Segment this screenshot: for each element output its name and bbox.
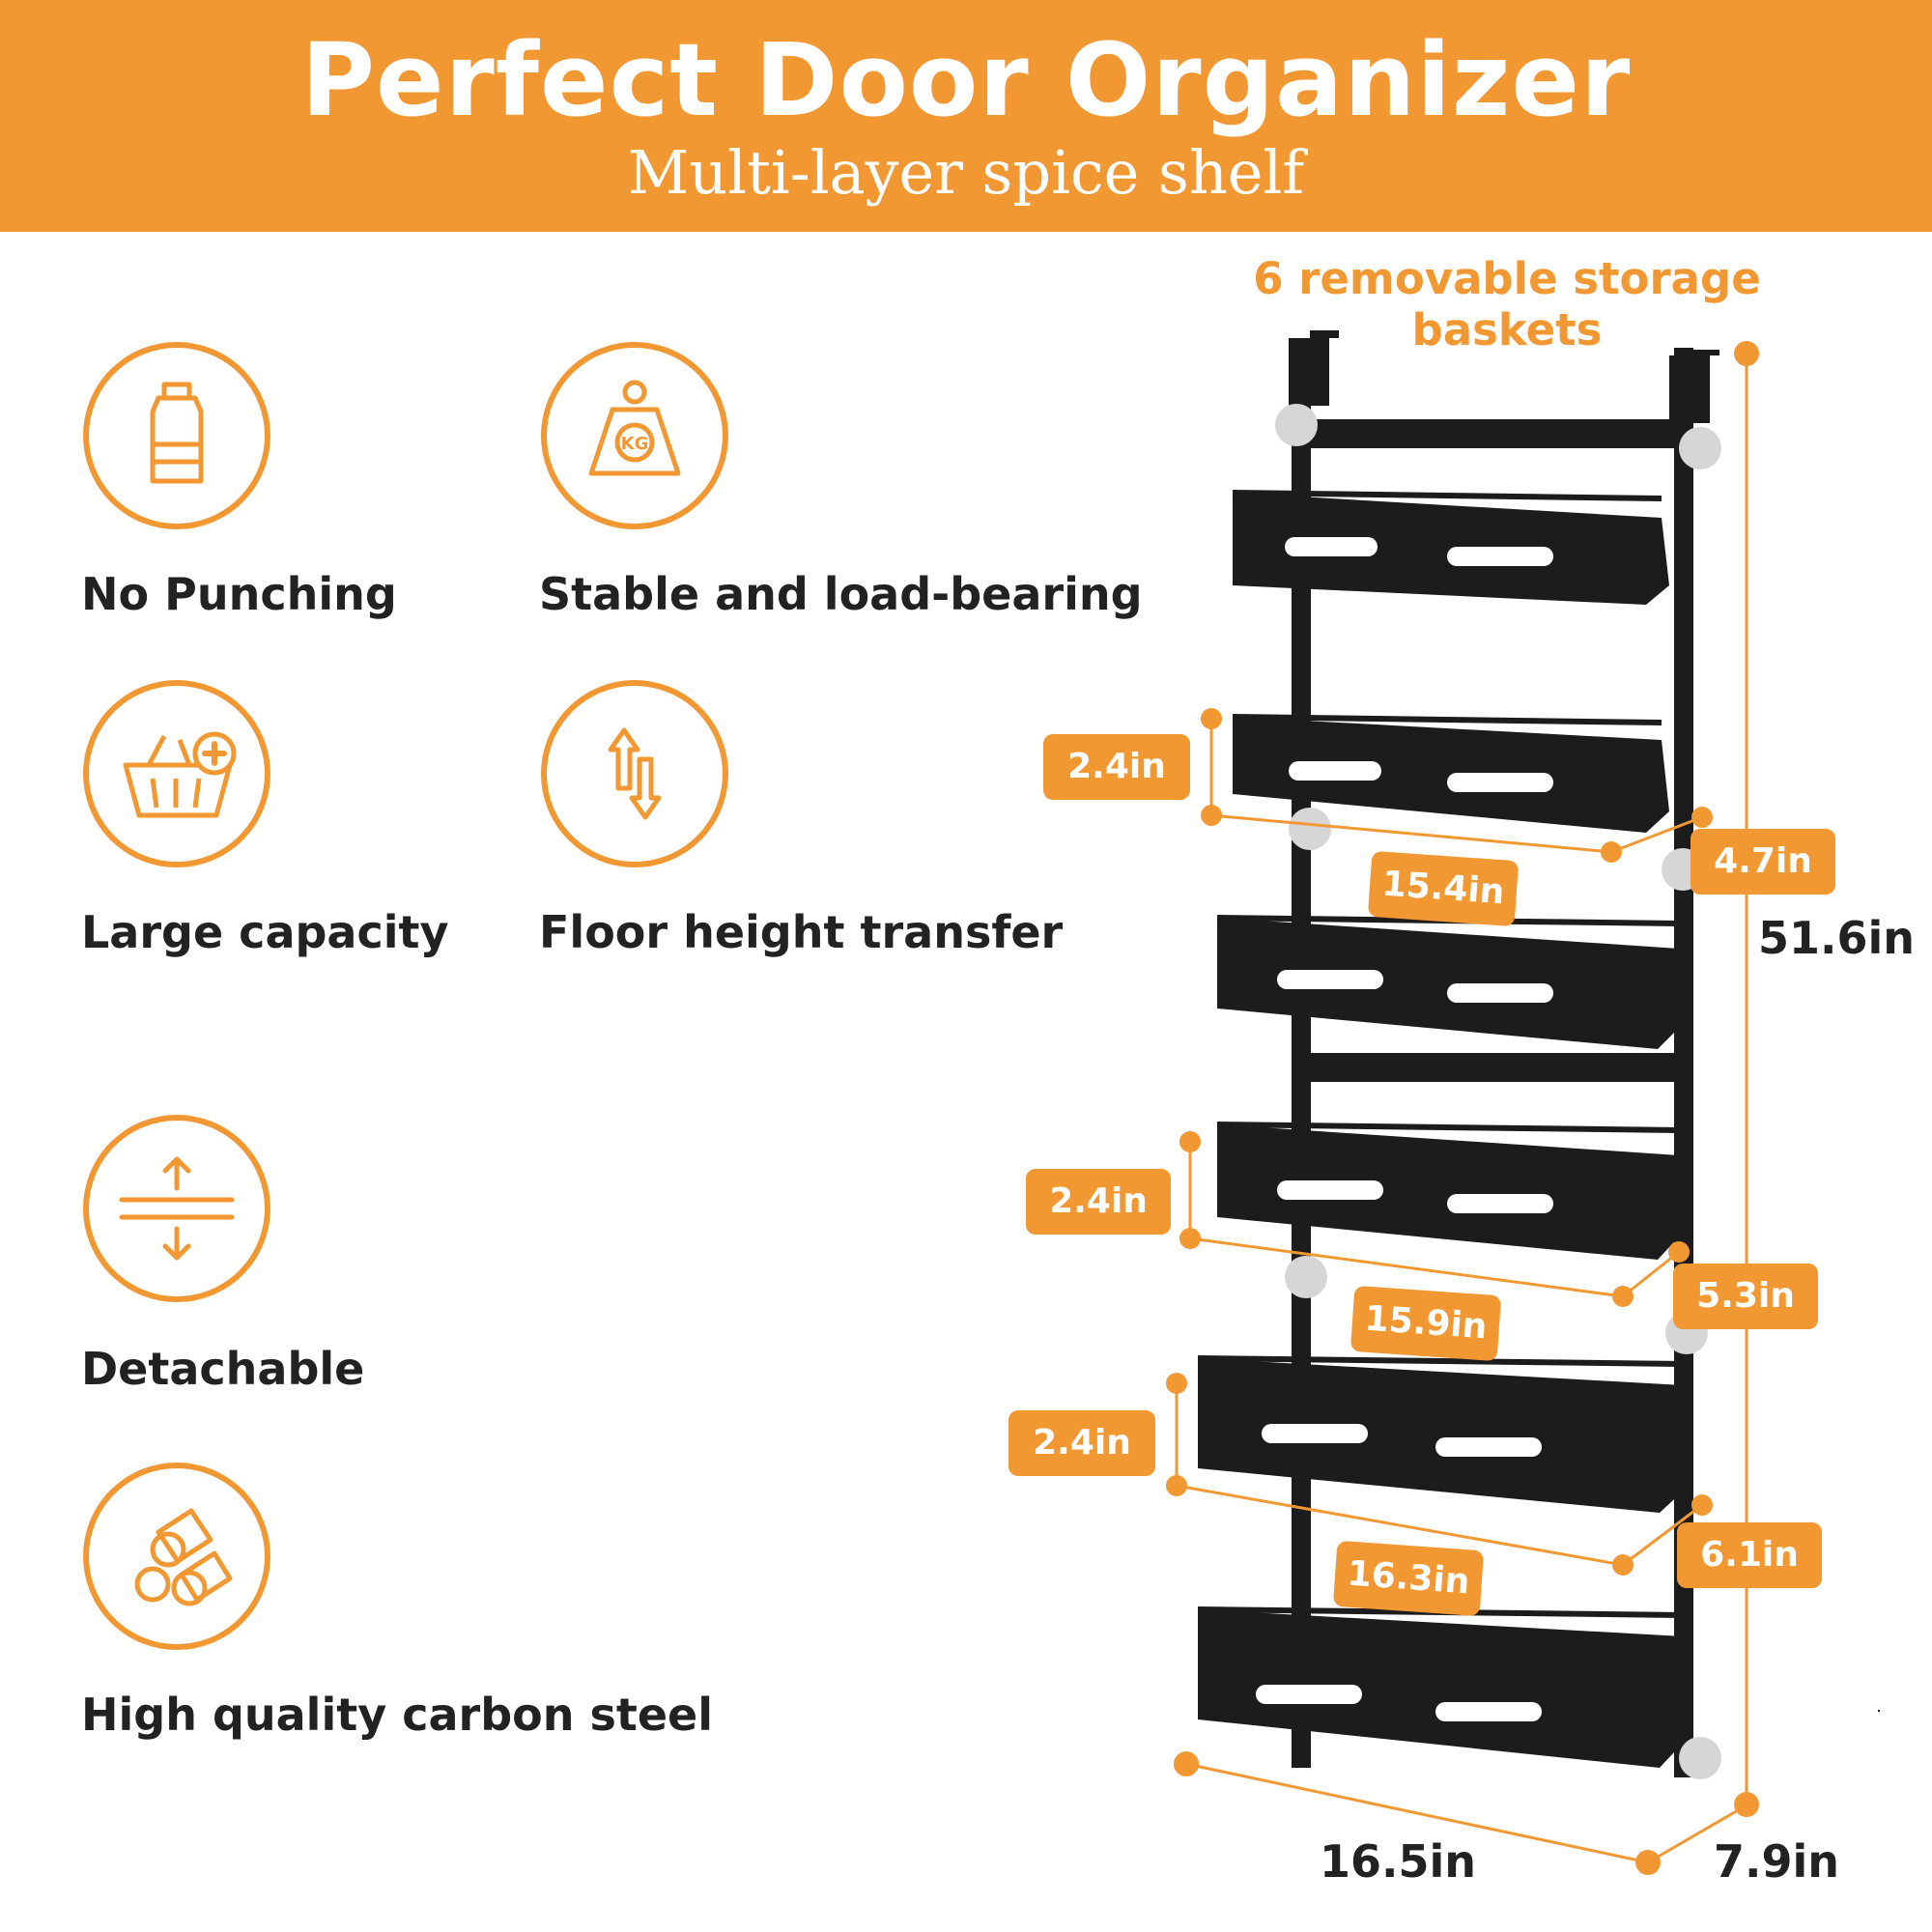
weight-kg-icon: KG [588, 380, 681, 476]
basket-1 [1232, 490, 1669, 605]
dimension-lines [1175, 354, 1748, 1864]
dim-badge-height-3: 2.4in [1009, 1410, 1155, 1476]
dimension-dots [1166, 341, 1759, 1875]
feature-circle-large-capacity [83, 680, 270, 867]
dim-badge-width-2: 15.9in [1350, 1285, 1502, 1362]
feature-circle-height-transfer [541, 680, 728, 867]
dim-badge-depth-3: 6.1in [1677, 1522, 1822, 1588]
header-banner: Perfect Door Organizer Multi-layer spice… [0, 0, 1932, 232]
dim-badge-width-3: 16.3in [1332, 1540, 1485, 1617]
basket-4 [1216, 1122, 1683, 1260]
dim-bottom-width: 16.5in [1320, 1835, 1477, 1888]
dim-badge-depth-2: 5.3in [1673, 1264, 1818, 1329]
feature-label-detachable: Detachable [81, 1343, 365, 1395]
page-title: Perfect Door Organizer [300, 21, 1632, 139]
steel-pipes-icon [134, 1508, 233, 1606]
dim-badge-width-1: 15.4in [1367, 850, 1520, 927]
dim-bottom-depth: 7.9in [1714, 1835, 1840, 1888]
dim-total-height: 51.6in [1758, 912, 1916, 964]
basket-2 [1232, 714, 1669, 833]
dim-badge-depth-1: 4.7in [1690, 829, 1835, 895]
bottle-icon [150, 382, 204, 484]
feature-label-large-capacity: Large capacity [81, 906, 449, 958]
feature-label-carbon-steel: High quality carbon steel [81, 1689, 714, 1741]
feature-circle-detachable [83, 1115, 270, 1302]
feature-label-no-punching: No Punching [81, 568, 397, 620]
svg-text:KG: KG [621, 434, 649, 454]
feature-circle-carbon-steel [83, 1463, 270, 1650]
dim-badge-height-2: 2.4in [1026, 1169, 1171, 1235]
basket-3 [1216, 915, 1683, 1082]
page-subtitle: Multi-layer spice shelf [627, 137, 1305, 208]
feature-circle-load-bearing: KG [541, 342, 728, 529]
basket-5 [1197, 1355, 1687, 1513]
baskets-caption: 6 removable storage baskets [1253, 253, 1761, 355]
feature-label-load-bearing: Stable and load-bearing [539, 568, 1143, 620]
dim-badge-height-1: 2.4in [1043, 734, 1190, 800]
feature-label-height-transfer: Floor height transfer [539, 906, 1064, 958]
basket-plus-icon [123, 731, 237, 818]
feature-circle-no-punching [83, 342, 270, 529]
up-down-arrows-icon [608, 727, 662, 820]
detach-arrows-icon [119, 1156, 235, 1261]
